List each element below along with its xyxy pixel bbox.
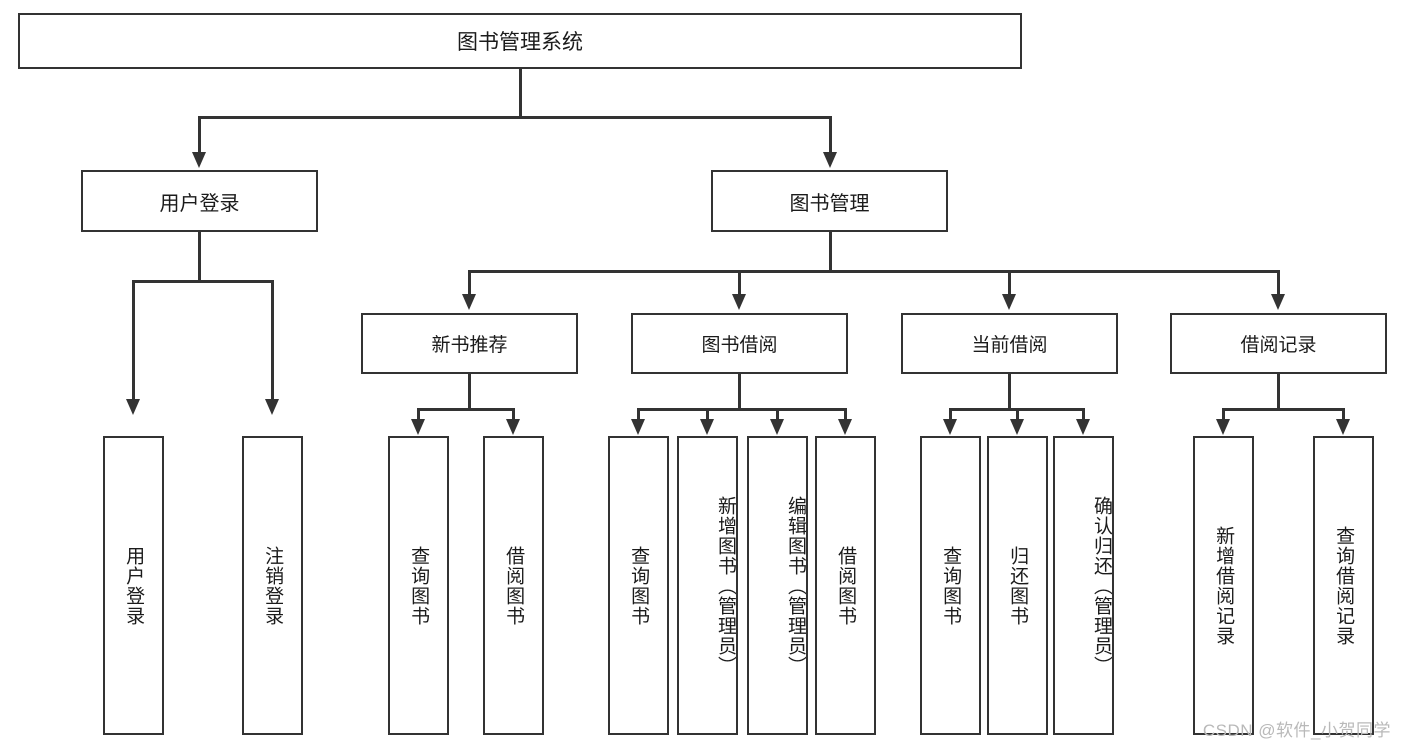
node-label: 新书推荐 [431,335,508,356]
connector-newbooks-bus [417,408,514,411]
node-user-login[interactable]: 用户登录 [81,170,318,232]
leaf-label: 编辑图书（管理员） [785,495,806,676]
leaf-logout[interactable]: 注销登录 [242,436,303,735]
arrowhead-root-to-login [192,152,206,168]
leaf-label: 用户登录 [123,545,145,626]
leaf-label: 借阅图书 [835,545,857,626]
arrowhead-records-to-leaf2 [1336,419,1350,435]
node-root-library-system[interactable]: 图书管理系统 [18,13,1022,69]
connector-records-bus [1222,408,1344,411]
arrowhead-records-to-leaf1 [1216,419,1230,435]
leaf-query-books-newbooks[interactable]: 查询图书 [388,436,449,735]
csdn-watermark: CSDN @软件_小贺同学 [1202,721,1391,740]
connector-bookmgmt-to-borrow [738,270,741,296]
leaf-query-borrow-record[interactable]: 查询借阅记录 [1313,436,1374,735]
connector-newbooks-stem [468,374,471,409]
connector-login-stem [198,232,201,281]
connector-login-bus [132,280,273,283]
node-book-management[interactable]: 图书管理 [711,170,948,232]
leaf-add-book-admin[interactable]: 新增图书（管理员） [677,436,738,735]
connector-bookmgmt-bus [468,270,1279,273]
leaf-user-login[interactable]: 用户登录 [103,436,164,735]
node-book-borrow[interactable]: 图书借阅 [631,313,848,374]
leaf-label: 查询借阅记录 [1333,525,1355,646]
node-label: 图书管理系统 [457,31,583,54]
leaf-label: 查询图书 [940,545,962,626]
leaf-label: 新增借阅记录 [1213,525,1235,646]
leaf-query-books-borrow[interactable]: 查询图书 [608,436,669,735]
connector-newbooks-to-leaf2 [512,408,515,422]
leaf-borrow-books[interactable]: 借阅图书 [815,436,876,735]
arrowhead-newbooks-to-leaf2 [506,419,520,435]
leaf-label: 注销登录 [262,545,284,626]
leaf-edit-book-admin[interactable]: 编辑图书（管理员） [747,436,808,735]
connector-borrow-to-leaf1 [637,408,640,422]
leaf-return-books[interactable]: 归还图书 [987,436,1048,735]
arrowhead-borrow-to-leaf3 [770,419,784,435]
arrowhead-root-to-bookmgmt [823,152,837,168]
arrowhead-bookmgmt-to-borrow [732,294,746,310]
connector-bookmgmt-to-records [1277,270,1280,296]
connector-records-to-leaf2 [1342,408,1345,422]
connector-borrow-to-leaf4 [844,408,847,422]
leaf-query-books-current[interactable]: 查询图书 [920,436,981,735]
connector-current-to-leaf3 [1082,408,1085,422]
connector-borrow-to-leaf3 [776,408,779,422]
node-label: 借阅记录 [1240,335,1317,356]
connector-bookmgmt-to-current [1008,270,1011,296]
leaf-borrow-books-newbooks[interactable]: 借阅图书 [483,436,544,735]
node-borrow-records[interactable]: 借阅记录 [1170,313,1387,374]
leaf-label: 归还图书 [1007,545,1029,626]
leaf-label: 新增图书（管理员） [715,495,736,676]
arrowhead-borrow-to-leaf1 [631,419,645,435]
connector-current-to-leaf1 [949,408,952,422]
arrowhead-bookmgmt-to-records [1271,294,1285,310]
node-new-book-recommend[interactable]: 新书推荐 [361,313,578,374]
connector-records-stem [1277,374,1280,409]
arrowhead-current-to-leaf3 [1076,419,1090,435]
arrowhead-login-to-leaf1 [126,399,140,415]
arrowhead-bookmgmt-to-newbooks [462,294,476,310]
node-label: 用户登录 [159,192,240,215]
connector-login-to-leaf2 [271,280,274,402]
connector-records-to-leaf1 [1222,408,1225,422]
connector-newbooks-to-leaf1 [417,408,420,422]
arrowhead-borrow-to-leaf2 [700,419,714,435]
leaf-label: 查询图书 [408,545,430,626]
connector-root-to-login [198,116,201,156]
connector-borrow-bus [637,408,846,411]
node-label: 图书借阅 [701,335,778,356]
leaf-confirm-return-admin[interactable]: 确认归还（管理员） [1053,436,1114,735]
connector-current-to-leaf2 [1016,408,1019,422]
connector-current-stem [1008,374,1011,409]
leaf-add-borrow-record[interactable]: 新增借阅记录 [1193,436,1254,735]
leaf-label: 查询图书 [628,545,650,626]
arrowhead-login-to-leaf2 [265,399,279,415]
node-label: 图书管理 [789,192,870,215]
connector-root-stem [519,69,522,117]
leaf-label: 借阅图书 [503,545,525,626]
arrowhead-newbooks-to-leaf1 [411,419,425,435]
node-label: 当前借阅 [971,335,1048,356]
connector-root-bus [198,116,831,119]
connector-bookmgmt-stem [829,232,832,271]
arrowhead-current-to-leaf2 [1010,419,1024,435]
connector-borrow-stem [738,374,741,409]
connector-login-to-leaf1 [132,280,135,402]
connector-borrow-to-leaf2 [706,408,709,422]
connector-root-to-bookmgmt [829,116,832,156]
arrowhead-bookmgmt-to-current [1002,294,1016,310]
leaf-label: 确认归还（管理员） [1091,495,1112,676]
node-current-borrow[interactable]: 当前借阅 [901,313,1118,374]
connector-bookmgmt-to-newbooks [468,270,471,296]
arrowhead-current-to-leaf1 [943,419,957,435]
arrowhead-borrow-to-leaf4 [838,419,852,435]
